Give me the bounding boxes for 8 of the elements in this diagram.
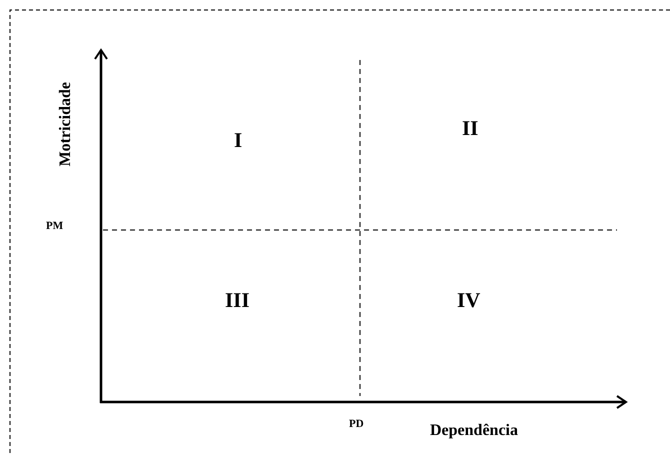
quadrant-label: I	[234, 130, 242, 151]
axis-tick-label: PM	[46, 221, 64, 232]
axis-title: Dependência	[430, 423, 518, 439]
axis-title: Motricidade	[58, 82, 74, 166]
axis-tick-label: PD	[349, 419, 364, 430]
quadrant-label: IV	[457, 290, 480, 311]
quadrant-label: III	[225, 290, 250, 311]
quadrant-label: II	[462, 118, 478, 139]
